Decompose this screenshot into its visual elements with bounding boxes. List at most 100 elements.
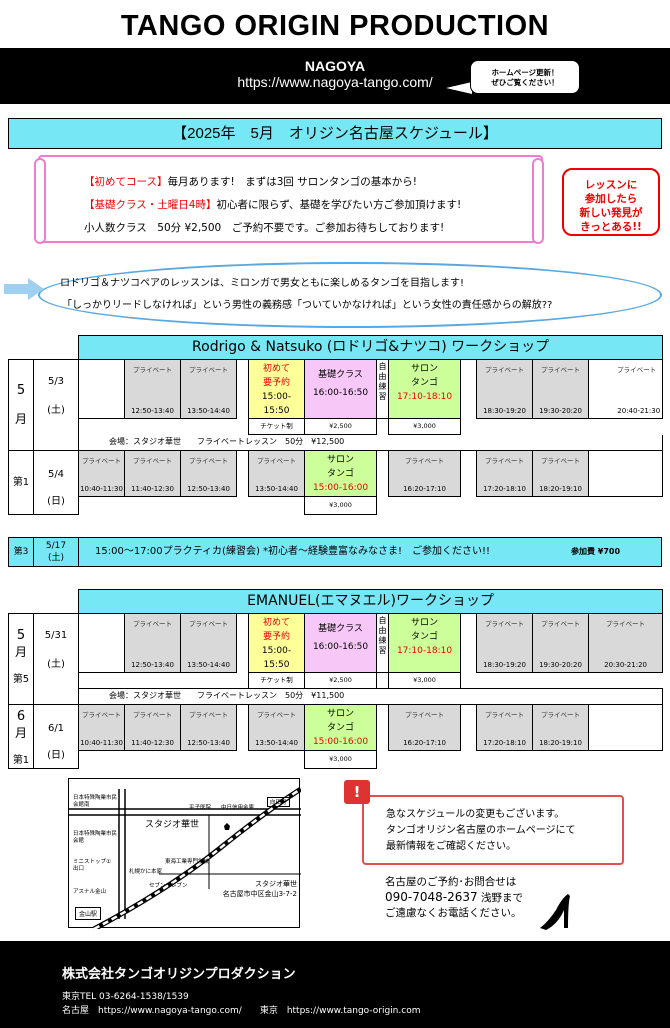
- map-label-mini: ミニストップ①出口: [73, 859, 111, 872]
- ws1-venue: 会場：スタジオ華世 フライベートレッスン 50分 ¥12,500: [77, 434, 664, 451]
- map-label-studio: スタジオ華世: [145, 820, 200, 830]
- update-bubble: ホームページ更新！ ぜひご覧ください！: [470, 60, 580, 94]
- bubble-line-2: ぜひご覧ください！: [491, 78, 559, 87]
- practica-row: 第3 5/17(土) 15:00〜17:00プラクティカ(練習会) *初心者〜経…: [8, 537, 662, 567]
- ws2-r2-price: ¥3,000: [304, 750, 377, 769]
- callout-line-3: 新しい発見が: [579, 207, 643, 219]
- scroll-line-1: 【初めてコース】毎月あります! まずは3回 サロンタンゴの基本から!: [84, 176, 417, 188]
- contact-line-3: ご遠慮なくお電話ください。: [385, 907, 522, 919]
- notice-line-1: 急なスケジュールの変更もございます。: [386, 809, 565, 820]
- scroll-curl-right: [532, 158, 544, 244]
- contact-line-1: 名古屋のご予約･お問合せは: [385, 876, 517, 888]
- practica-text: 15:00〜17:00プラクティカ(練習会) *初心者〜経験豊富なみなさま! ご…: [95, 546, 491, 557]
- ws1-price-basic: ¥2,500: [304, 418, 377, 435]
- ws2-price-basic: ¥2,500: [304, 672, 377, 689]
- ws1-week: 第1: [8, 450, 34, 515]
- callout-line-4: きっとある!!: [580, 221, 642, 233]
- ws2-free-practice: 自由練習: [376, 613, 389, 673]
- bubble-tail: [446, 82, 472, 94]
- scroll-curl-left: [34, 158, 46, 244]
- workshop-2-title: EMANUEL(エマヌエル)ワークショップ: [77, 589, 664, 614]
- oval-line-2: 「しっかりリードしなければ」という男性の義務感「ついていかなければ」という女性の…: [62, 300, 553, 311]
- philosophy-oval: ロドリゴ＆ナツコペアのレッスンは、ミロンガで男女ともに楽しめるタンゴを目指します…: [38, 262, 662, 328]
- callout-line-2: 参加したら: [584, 193, 638, 205]
- high-heel-icon: [540, 894, 570, 930]
- lesson-callout: レッスンに 参加したら 新しい発見が きっとある!!: [562, 168, 660, 236]
- map-label-station: 金山駅: [75, 907, 102, 920]
- callout-line-1: レッスンに: [584, 179, 638, 191]
- footer-company: 株式会社タンゴオリジンプロダクション: [62, 967, 296, 982]
- map-label-asunal: アスナル金山: [73, 889, 107, 895]
- bubble-line-1: ホームページ更新！: [491, 68, 559, 77]
- ws2-price-salon: ¥3,000: [388, 672, 461, 689]
- map-address: スタジオ華世名古屋市中区金山3-7-2: [222, 880, 297, 898]
- ws1-free-practice: 自由練習: [376, 359, 389, 419]
- map-label-seven: セブンイレブン: [149, 883, 188, 889]
- scroll-line-2: 【基礎クラス・土曜日4時】初心者に限らず、基礎を学びたい方ご参加頂けます!: [84, 199, 462, 211]
- notice-line-3: 最新情報をご確認ください。: [386, 841, 516, 852]
- access-map: 日本特殊陶業市民会館南 日本特殊陶業市民会館 ミニストップ①出口 アスナル金山 …: [68, 778, 301, 929]
- map-label-bank1: 日本特殊陶業市民会館南: [73, 795, 118, 808]
- ws2-venue: 会場：スタジオ華世 フライベートレッスン 50分 ¥11,500: [77, 688, 664, 705]
- page-title: TANGO ORIGIN PRODUCTION: [120, 10, 550, 42]
- ws2-day1: 5/31(土): [33, 613, 79, 705]
- notice-line-2: タンゴオリジン名古屋のホームページにて: [386, 825, 576, 836]
- map-label-sushi: 札幌かに本家: [129, 869, 163, 875]
- scroll-line-3: 小人数クラス 50分 ¥2,500 ご予約不要です。ご参加お待ちしております!: [84, 222, 445, 234]
- practica-date: 5/17(土): [34, 538, 79, 566]
- ws1-ticket: チケット制: [248, 418, 305, 435]
- workshop-1-title: Rodrigo & Natsuko (ロドリゴ&ナツコ) ワークショップ: [77, 335, 664, 360]
- footer-tel: 東京TEL 03-6264-1538/1539: [62, 992, 189, 1002]
- ws2-ticket: チケット制: [248, 672, 305, 689]
- contact-line-2[interactable]: 090-7048-2637 浅野まで: [385, 890, 523, 904]
- header-url[interactable]: https://www.nagoya-tango.com/: [237, 74, 433, 90]
- map-roads: [69, 786, 301, 929]
- ws1-day2: 5/4(日): [33, 450, 79, 515]
- practica-week: 第3: [9, 538, 34, 566]
- footer: 株式会社タンゴオリジンプロダクション 東京TEL 03-6264-1538/15…: [0, 941, 670, 1028]
- exclamation-icon: !: [344, 780, 370, 804]
- arrow-right-icon: [4, 278, 44, 300]
- schedule-title: 【2025年 5月 オリジン名古屋スケジュール】: [8, 118, 662, 149]
- ws1-day1: 5/3(土): [33, 359, 79, 451]
- contact-info: 名古屋のご予約･お問合せは 090-7048-2637 浅野まで ご遠慮なくお電…: [385, 875, 585, 921]
- header-city: NAGOYA: [304, 58, 366, 74]
- ws2-day2: 6/1(日): [33, 704, 79, 769]
- footer-urls[interactable]: 名古屋 https://www.nagoya-tango.com/ 東京 htt…: [62, 1006, 421, 1016]
